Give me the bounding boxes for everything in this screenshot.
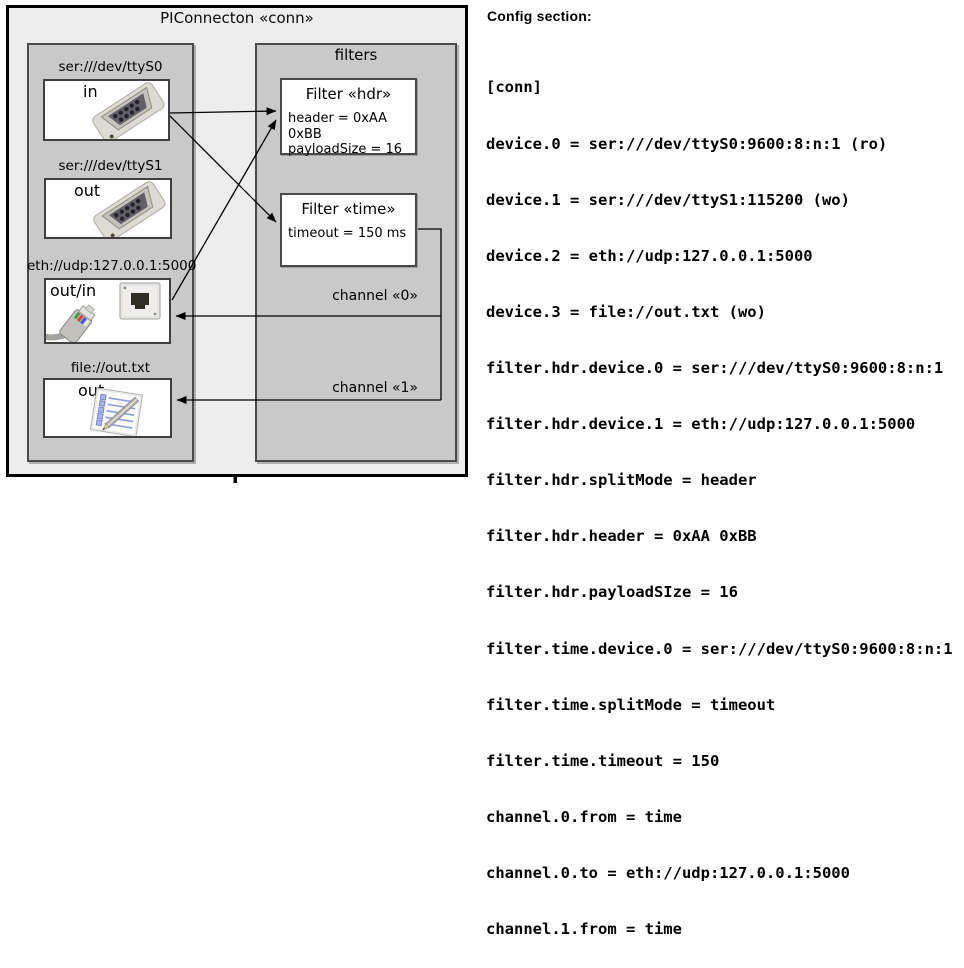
device-box-file: out [43, 378, 172, 438]
config-body: [conn] device.0 = ser:///dev/ttyS0:9600:… [486, 41, 953, 968]
config-line: device.1 = ser:///dev/ttyS1:115200 (wo) [486, 190, 850, 209]
filter-time-props: timeout = 150 ms [288, 226, 406, 242]
notepad-icon [89, 387, 144, 436]
device-mode-label: in [83, 82, 98, 101]
config-line: channel.1.from = time [486, 920, 682, 939]
config-line: [conn] [486, 78, 542, 97]
config-section: Config section: [conn] device.0 = ser://… [486, 0, 964, 938]
config-line: device.3 = file://out.txt (wo) [486, 302, 766, 321]
config-line: filter.hdr.splitMode = header [486, 471, 757, 490]
config-line: filter.hdr.payloadSIze = 16 [486, 583, 738, 602]
device-box-ttys0: in [43, 79, 170, 141]
config-line: device.0 = ser:///dev/ttyS0:9600:8:n:1 (… [486, 134, 888, 153]
config-line: filter.hdr.header = 0xAA 0xBB [486, 527, 757, 546]
config-line: filter.hdr.device.0 = ser:///dev/ttyS0:9… [486, 358, 944, 377]
serial-port-icon [93, 181, 166, 237]
channel-1-label: channel «1» [332, 380, 418, 396]
serial-port-icon [92, 82, 165, 139]
device-url-ttys1: ser:///dev/ttyS1 [58, 158, 163, 174]
config-line: device.2 = eth://udp:127.0.0.1:5000 [486, 246, 813, 265]
filter-box-hdr: Filter «hdr» header = 0xAA 0xBB payloadS… [280, 78, 417, 158]
config-line: filter.time.splitMode = timeout [486, 695, 776, 714]
channel-0-label: channel «0» [332, 288, 418, 304]
filter-time-title: Filter «time» [301, 200, 396, 218]
device-url-eth: eth://udp:127.0.0.1:5000 [27, 258, 197, 274]
connector-diagram: PIConnecton «conn» filters ser:///dev/tt… [0, 0, 474, 484]
config-heading: Config section: [487, 8, 592, 24]
device-url-file: file://out.txt [70, 360, 151, 376]
config-line: filter.hdr.device.1 = eth://udp:127.0.0.… [486, 415, 916, 434]
device-box-eth: out/in [44, 278, 171, 344]
config-line: filter.time.device.0 = ser:///dev/ttyS0:… [486, 639, 953, 658]
config-line: channel.0.to = eth://udp:127.0.0.1:5000 [486, 863, 850, 882]
filters-panel-title: filters [334, 46, 378, 64]
ethernet-jack-icon [46, 282, 161, 342]
filter-box-time: Filter «time» timeout = 150 ms [280, 193, 417, 267]
filter-time-prop-timeout: timeout = 150 ms [288, 226, 407, 241]
diagram-title: PIConnecton «conn» [160, 9, 314, 27]
config-line: filter.time.timeout = 150 [486, 751, 720, 770]
filter-hdr-prop-payloadsize: payloadSize = 16 [288, 142, 403, 157]
filter-hdr-title: Filter «hdr» [305, 85, 392, 103]
device-box-ttys1: out [44, 178, 172, 239]
filter-hdr-prop-header: header = 0xAA 0xBB [288, 111, 388, 142]
device-url-ttys0: ser:///dev/ttyS0 [58, 59, 163, 75]
filter-hdr-props: header = 0xAA 0xBB payloadSize = 16 [288, 111, 415, 158]
device-mode-label: out [74, 181, 101, 200]
config-line: channel.0.from = time [486, 807, 682, 826]
device-mode-label: out/in [50, 281, 97, 300]
